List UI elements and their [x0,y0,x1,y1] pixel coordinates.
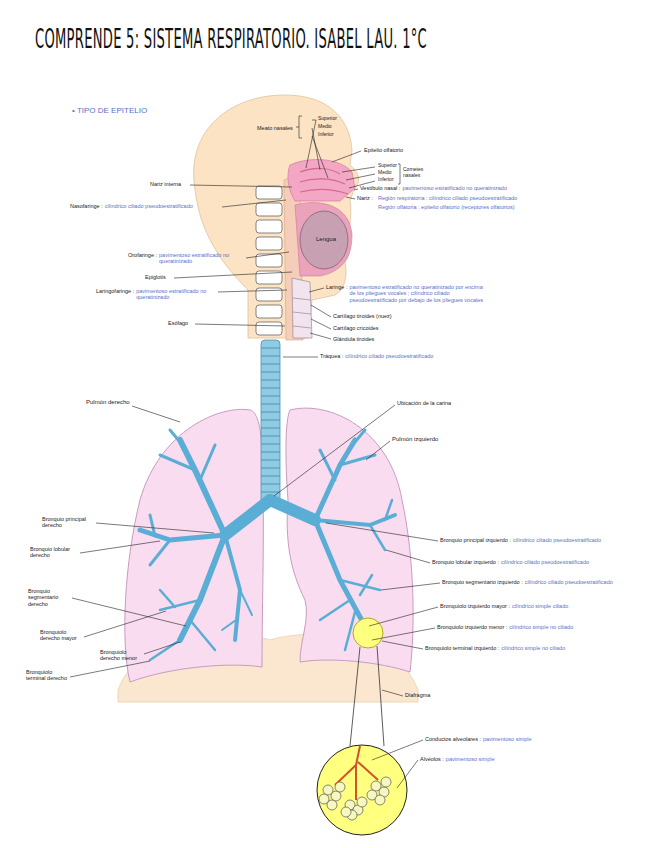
part-label: Cartílago cricoides [333,325,379,331]
part-label: Medio [378,170,392,176]
nasal-conchae [300,168,348,194]
part-label: Nasofaringe : [70,203,103,209]
epithelium-note: cilíndrico ciliado pseudoestratificado [345,353,433,359]
part-label: Esófago [168,320,188,326]
epithelium-note: cilíndrico ciliado pseudoestratificado [525,579,613,585]
part-label: Bronquiolo derecho mayor [40,629,82,642]
epithelium-note: pavimentoso estratificado no queratiniza… [159,252,241,265]
part-label: Bronquiolo terminal derecho [26,669,68,682]
part-label: Diafragma [405,692,430,698]
vertebrae [256,186,282,335]
epithelium-note: pavimentoso simple [446,756,495,762]
epithelium-note: cilíndrico ciliado pseudoestratificado [513,537,601,543]
part-label: Bronquio principal derecho [42,516,96,529]
epithelium-note: • TIPO DE EPITELIO [72,106,147,115]
part-label: Bronquiolo terminal izquierdo : [425,645,499,651]
epithelium-note: cilíndrico simple no ciliado [501,645,565,651]
part-label: Pulmón izquierdo [392,436,438,443]
alveolar-ducts [335,746,378,800]
larynx-cartilage [293,298,311,328]
alveoli-clusters [319,777,391,820]
part-label: Alvéolos : [420,756,444,762]
epithelium-note: pavimentoso simple [483,736,532,742]
part-label: Glándula tiroides [333,336,374,342]
part-label: Bronquio segmentario derecho [28,588,70,607]
part-label: Medio [318,124,332,130]
alveoli-circle [317,745,407,835]
epithelium-note: pavimentoso estratificado no queratiniza… [136,288,211,301]
zoom-line [377,646,384,746]
epithelium-note: cilíndrico ciliado pseudoestratificado [501,559,589,565]
part-label: Orofaringe : [128,252,157,258]
part-label: Vestíbulo nasal : [360,185,400,191]
part-label: Lengua [316,236,336,243]
trachea [261,340,280,505]
nasal-cavity [288,160,355,201]
right-lung [125,409,264,682]
oral-cavity [295,203,352,276]
zoom-line [350,647,360,746]
leader-lines [70,116,440,788]
part-label: Laringofaringe : [96,288,134,294]
part-label: Laringe : [326,284,347,290]
part-label: Cartílago tiroides (nuez) [333,313,392,319]
part-label: Epitelio olfatorio [364,147,403,153]
tongue-shape [300,211,348,269]
part-label: Nariz interna [150,181,181,187]
epithelium-note: pavimentoso estratificado no queratiniza… [402,185,507,191]
epithelium-note: cilíndrico ciliado pseudoestratificado [105,203,193,209]
epithelium-note: pavimentoso estratificado no queratiniza… [349,284,489,303]
part-label: Bronquiolo derecho menor [100,649,142,662]
part-label: Meato nasales [257,125,293,131]
epithelium-note: cilíndrico simple no ciliado [509,624,573,630]
part-label: Bronquio lobular izquierdo : [432,559,499,565]
head-shape [194,95,359,338]
part-label: Bronquiolo izquierdo menor : [437,624,507,630]
epithelium-note: cilíndrico simple ciliado [512,603,568,609]
part-label: Epiglotis [145,274,166,280]
part-label: Inferior [378,177,394,183]
part-label: Bronquio lobular derecho [30,546,78,559]
part-label: Pulmón derecho [86,399,130,406]
trachea-rings [261,348,280,492]
epithelium-note: Región respiratoria : cilíndrico ciliado… [378,195,517,201]
bronchial-tree [140,430,395,660]
part-label: Bronquiolo izquierdo mayor : [440,603,510,609]
part-label: Inferior [318,132,334,138]
part-label: Cornetes nasales [403,167,427,179]
part-label: Tráquea : [320,353,343,359]
epithelium-note: Región olfatoria : epitelio olfatorio (r… [378,204,515,210]
page-title: COMPRENDE 5: SISTEMA RESPIRATORIO. ISABE… [35,24,427,54]
part-label: Bronquio segmentario izquierdo : [442,579,523,585]
part-label: Nariz : [357,195,373,201]
part-label: Superior [378,163,397,169]
larynx-shape [292,278,312,338]
part-label: Ubicación de la carina [397,400,451,406]
zoom-circle [353,618,383,648]
part-label: Superior [318,116,337,122]
left-lung [286,408,413,672]
part-label: Conductos alveolares : [425,736,481,742]
part-label: Bronquio principal izquierdo : [440,537,511,543]
